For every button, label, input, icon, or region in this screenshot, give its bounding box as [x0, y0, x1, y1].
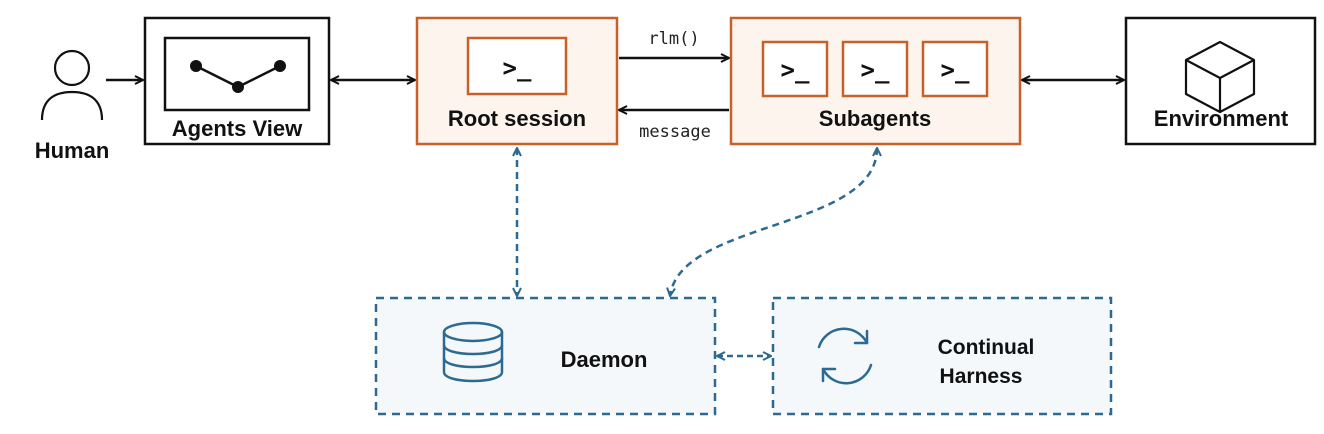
- terminal-prompt-icon: >_: [861, 56, 890, 84]
- subagents-daemon-link: [670, 148, 877, 296]
- terminal-prompt-icon: >_: [503, 54, 532, 82]
- subagents-label: Subagents: [819, 106, 931, 131]
- database-icon: [442, 321, 504, 383]
- daemon-node: Daemon: [374, 296, 717, 416]
- human-node: Human: [35, 49, 110, 163]
- person-icon: [40, 49, 104, 121]
- daemon-label: Daemon: [561, 347, 648, 372]
- agents-view-node: Agents View: [143, 16, 331, 146]
- daemon-box: [374, 296, 717, 416]
- cube-icon: [1184, 40, 1256, 114]
- agents-view-screen: [163, 36, 311, 112]
- message-return-label: message: [639, 122, 711, 142]
- continual-harness-label-line1: Continual: [938, 336, 1035, 359]
- root-session-label: Root session: [448, 106, 586, 131]
- terminal-prompt-icon: >_: [781, 56, 810, 84]
- continual-harness-node: Continual Harness: [771, 296, 1113, 416]
- human-label: Human: [35, 138, 110, 163]
- subagents-node: >_ >_ >_ Subagents: [729, 16, 1022, 146]
- subagent-terminal-3: [921, 40, 989, 98]
- subagent-terminal-2: [841, 40, 909, 98]
- graph-icon: [190, 60, 286, 93]
- environment-label: Environment: [1154, 106, 1289, 131]
- rlm-call-label: rlm(): [648, 29, 699, 49]
- subagent-terminal-1: [761, 40, 829, 98]
- root-session-node: >_ Root session: [415, 16, 619, 146]
- continual-harness-label-line2: Harness: [940, 365, 1023, 388]
- refresh-icon: [817, 327, 873, 385]
- environment-node: Environment: [1124, 16, 1317, 146]
- agents-view-label: Agents View: [172, 116, 303, 141]
- continual-harness-box: [771, 296, 1113, 416]
- root-session-terminal: [466, 36, 568, 96]
- terminal-prompt-icon: >_: [941, 56, 970, 84]
